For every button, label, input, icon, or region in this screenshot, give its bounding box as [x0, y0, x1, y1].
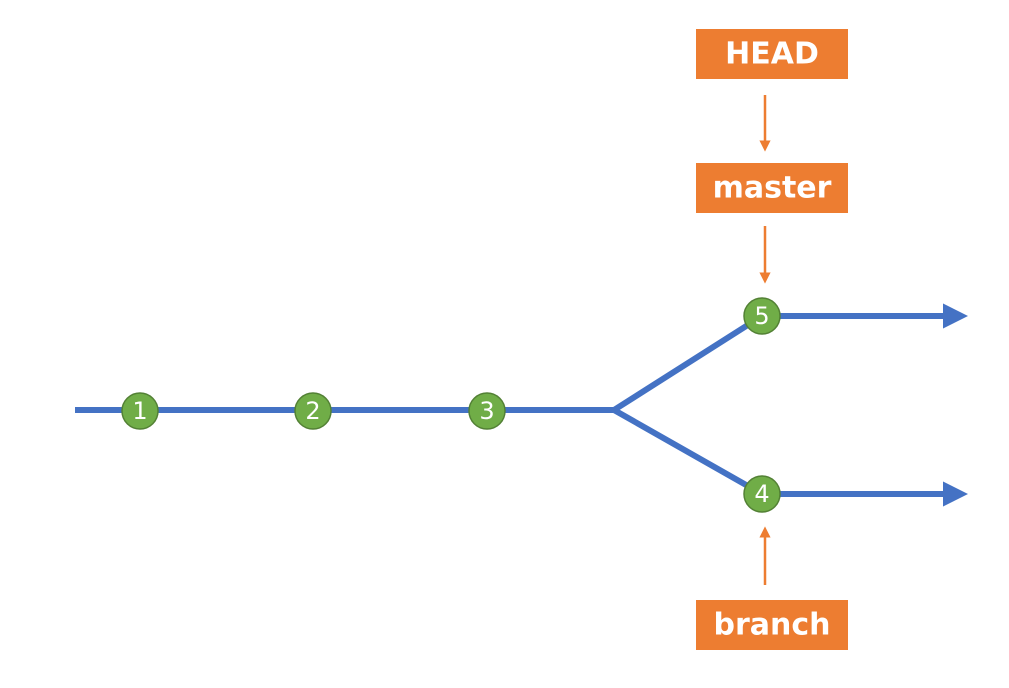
commit-label-3: 3 — [479, 397, 494, 425]
master-ref-label: master — [713, 171, 832, 206]
commit-node-1: 1 — [121, 392, 159, 430]
commit-label-5: 5 — [754, 302, 769, 330]
commit-node-2: 2 — [294, 392, 332, 430]
commit-node-3: 3 — [468, 392, 506, 430]
master-fork-line — [611, 313, 765, 413]
commit-node-4: 4 — [743, 475, 781, 513]
commit-label-4: 4 — [754, 480, 769, 508]
master-ref-box: master — [696, 163, 848, 213]
commit-label-1: 1 — [132, 397, 147, 425]
branch-fork-line — [611, 407, 765, 497]
commit-label-2: 2 — [305, 397, 320, 425]
head-ref-label: HEAD — [725, 37, 819, 72]
branch-ref-label: branch — [713, 608, 830, 643]
head-ref-box: HEAD — [696, 29, 848, 79]
branch-ref-box: branch — [696, 600, 848, 650]
commit-node-5: 5 — [743, 297, 781, 335]
